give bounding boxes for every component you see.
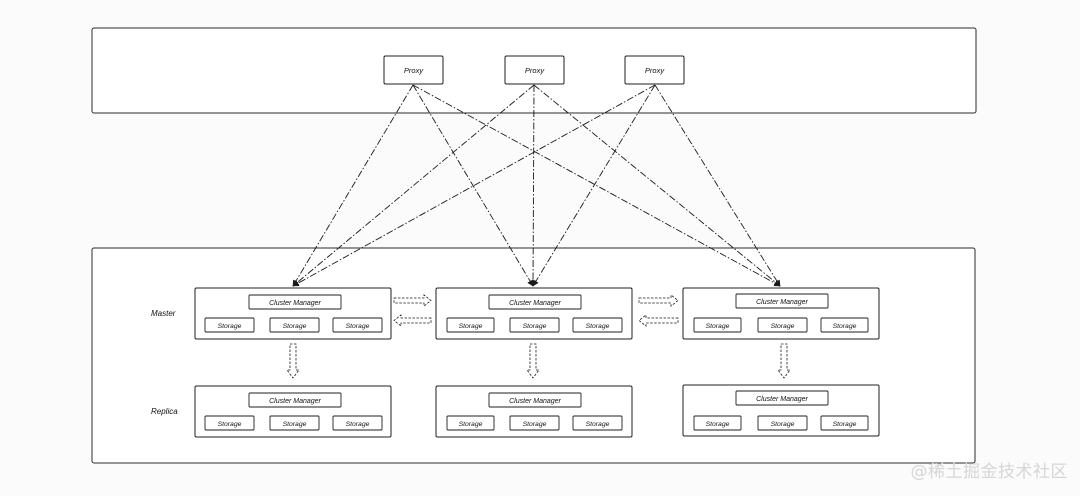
storage-label: Storage [459, 323, 483, 330]
cluster-node-master: Cluster Manager Storage Storage Storage [682, 287, 880, 340]
cluster-node-replica: Cluster Manager Storage Storage Storage [194, 385, 392, 438]
proxy-label: Proxy [645, 66, 665, 75]
storage-label: Storage [771, 421, 795, 428]
connection-line [654, 84, 781, 287]
replica-role-label: Replica [151, 407, 178, 416]
sync-arrow-left [393, 314, 432, 327]
cluster-node-master: Cluster Manager Storage Storage Storage [435, 287, 633, 340]
storage-label: Storage [833, 323, 857, 330]
storage-label: Storage [283, 421, 307, 428]
sync-arrow-left [638, 314, 679, 327]
master-role-label: Master [151, 309, 176, 318]
connection-line [412, 84, 534, 287]
storage-label: Storage [586, 323, 610, 330]
cluster-node-replica: Cluster Manager Storage Storage Storage [435, 385, 633, 438]
proxy-label: Proxy [525, 66, 545, 75]
storage-label: Storage [833, 421, 857, 428]
connection-line [292, 84, 656, 287]
storage-label: Storage [283, 323, 307, 330]
connection-line [529, 84, 537, 287]
connection-line [532, 84, 656, 287]
storage-label: Storage [586, 421, 610, 428]
storage-label: Storage [523, 323, 547, 330]
cluster-manager-label: Cluster Manager [509, 300, 561, 307]
replication-arrow-down [777, 343, 791, 379]
connection-line [292, 84, 414, 287]
cluster-manager-label: Cluster Manager [269, 300, 321, 307]
storage-label: Storage [346, 323, 370, 330]
proxy-node: Proxy [624, 55, 685, 85]
storage-label: Storage [218, 421, 242, 428]
proxy-label: Proxy [404, 66, 424, 75]
cluster-manager-label: Cluster Manager [269, 398, 321, 405]
cluster-node-replica: Cluster Manager Storage Storage Storage [682, 384, 880, 437]
storage-label: Storage [771, 323, 795, 330]
storage-label: Storage [346, 421, 370, 428]
storage-label: Storage [523, 421, 547, 428]
proxy-node: Proxy [504, 55, 565, 85]
storage-label: Storage [706, 421, 730, 428]
sync-arrows [286, 294, 791, 379]
proxy-node: Proxy [383, 55, 444, 85]
storage-label: Storage [459, 421, 483, 428]
storage-label: Storage [218, 323, 242, 330]
proxy-connections [292, 84, 781, 287]
replication-arrow-down [526, 343, 540, 379]
cluster-manager-label: Cluster Manager [756, 396, 808, 403]
watermark: @稀土掘金技术社区 [910, 462, 1068, 482]
connection-line [292, 84, 535, 287]
cluster-manager-label: Cluster Manager [509, 398, 561, 405]
sync-arrow-right [393, 294, 432, 307]
storage-label: Storage [706, 323, 730, 330]
connection-line [533, 84, 781, 287]
connection-line [412, 84, 781, 287]
replication-arrow-down [286, 343, 300, 379]
cluster-node-master: Cluster Manager Storage Storage Storage [194, 287, 392, 340]
sync-arrow-right [638, 294, 679, 307]
cluster-manager-label: Cluster Manager [756, 299, 808, 306]
